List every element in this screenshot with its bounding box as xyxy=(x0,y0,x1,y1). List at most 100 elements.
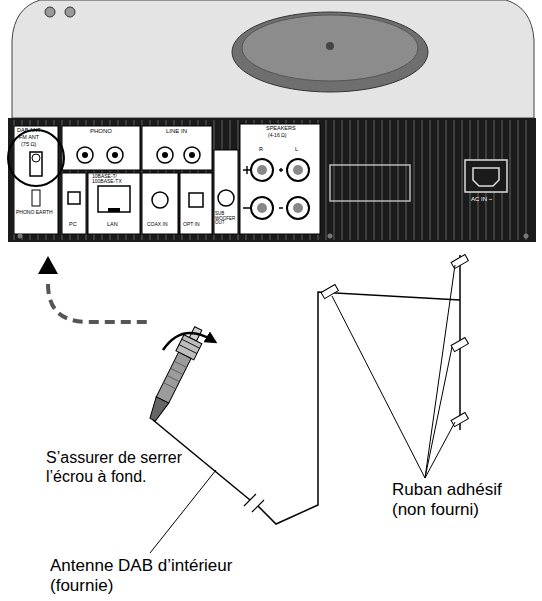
terminal-core xyxy=(257,165,267,175)
rca-pin xyxy=(112,152,118,158)
panel-label: FM ANT xyxy=(19,135,39,141)
heatsink-rib xyxy=(325,120,327,240)
antenna-socket-pin xyxy=(32,154,40,162)
coax-jack xyxy=(152,192,168,208)
heatsink-rib xyxy=(525,120,527,240)
heatsink-rib xyxy=(517,120,519,240)
speaker-terminal xyxy=(251,197,273,219)
coax-panel xyxy=(142,173,178,234)
panel-label: SPEAKERS xyxy=(266,126,296,132)
speaker-panel xyxy=(240,124,320,234)
heatsink-rib xyxy=(421,120,423,240)
turntable-platter xyxy=(242,15,418,81)
ac-inlet xyxy=(465,160,507,192)
screw xyxy=(18,234,23,239)
dashed-guide xyxy=(48,284,150,322)
rca-jack xyxy=(184,147,200,163)
heatsink-rib xyxy=(349,120,351,240)
terminal-core xyxy=(293,203,303,213)
rotation-arrow xyxy=(163,333,212,350)
heatsink-rib xyxy=(397,120,399,240)
polarity-marks xyxy=(243,166,283,208)
heatsink-rib xyxy=(333,120,335,240)
panel-label: COAX IN xyxy=(147,222,168,227)
callout-text: Ruban adhésif (non fourni) xyxy=(392,480,537,521)
rear-chassis xyxy=(8,118,536,242)
terminal-core xyxy=(257,203,267,213)
top-surface xyxy=(12,0,534,118)
pc-panel xyxy=(62,173,86,234)
turntable-disc xyxy=(232,12,428,92)
heatsink-rib xyxy=(509,120,511,240)
heatsink-rib xyxy=(389,120,391,240)
panel-label: PC xyxy=(69,222,77,228)
heatsink-rib xyxy=(437,120,439,240)
terminal-core xyxy=(293,165,303,175)
leader-line xyxy=(150,470,216,553)
phono-panel xyxy=(62,126,140,170)
subwoofer-jack xyxy=(218,190,234,206)
rca-jack xyxy=(157,147,173,163)
panel-label: DAB ANT xyxy=(17,128,41,134)
rca-pin xyxy=(82,152,88,158)
line-in-panel xyxy=(142,126,212,170)
adhesive-tape xyxy=(451,255,468,269)
highlight-circle xyxy=(8,130,64,186)
rca-pin xyxy=(162,152,168,158)
leader-line xyxy=(332,265,455,478)
top-hole xyxy=(65,7,75,17)
screw xyxy=(328,234,333,239)
usb-port xyxy=(68,192,80,204)
heatsink-rib xyxy=(413,120,415,240)
lan-clip xyxy=(108,208,120,212)
lan-jack xyxy=(98,186,130,212)
heatsink-rib xyxy=(461,120,463,240)
panel-label: (4-16 Ω) xyxy=(268,133,286,138)
speaker-terminal xyxy=(287,197,309,219)
spindle xyxy=(326,42,334,50)
heatsink-ribs xyxy=(14,120,526,240)
ac-inlet-socket xyxy=(473,168,499,186)
heatsink-rib xyxy=(381,120,383,240)
speaker-terminal xyxy=(251,159,273,181)
plug-body xyxy=(156,352,191,403)
top-hole xyxy=(45,7,55,17)
antenna-panel xyxy=(14,126,58,234)
strain-relief xyxy=(146,397,168,423)
antenna-plug xyxy=(144,324,208,424)
panel-label: AC IN ~ xyxy=(471,196,492,202)
panel-label: PHONO xyxy=(90,128,112,134)
rca-jack xyxy=(77,147,93,163)
heatsink-rib xyxy=(365,120,367,240)
rca-jack xyxy=(107,147,123,163)
panel-label: PHONO EARTH xyxy=(16,210,56,215)
heatsink-rib xyxy=(357,120,359,240)
subwoofer-panel xyxy=(214,150,238,234)
adhesive-tape xyxy=(321,285,338,299)
pointer-triangle xyxy=(38,256,58,274)
panel-label: OPT IN xyxy=(183,222,200,227)
nut-ridges xyxy=(179,339,200,353)
heatsink-rib xyxy=(445,120,447,240)
screw xyxy=(524,234,529,239)
opt-panel xyxy=(180,173,212,234)
rca-pin xyxy=(189,152,195,158)
heatsink-rib xyxy=(429,120,431,240)
callout-text: Antenne DAB d’intérieur (fournie) xyxy=(50,556,275,597)
heatsink-rib xyxy=(341,120,343,240)
callout-text: S’assurer de serrer l’écrou à fond. xyxy=(46,448,221,486)
panel-label: R xyxy=(259,147,263,153)
optical-port xyxy=(189,193,203,207)
adhesive-tape xyxy=(451,338,468,352)
panel-label: SUB WOOFER OUT xyxy=(215,212,239,226)
panel-label: LINE IN xyxy=(166,128,187,134)
panel-label: 10BASE-T/ 100BASE-TX xyxy=(92,174,138,185)
speaker-terminal xyxy=(287,159,309,181)
grip-lines xyxy=(163,361,186,389)
label-recess xyxy=(330,165,410,201)
panel-label: LAN xyxy=(107,222,118,228)
panel-label: (75 Ω) xyxy=(21,142,36,148)
heatsink-rib xyxy=(405,120,407,240)
earth-terminal xyxy=(32,190,40,206)
